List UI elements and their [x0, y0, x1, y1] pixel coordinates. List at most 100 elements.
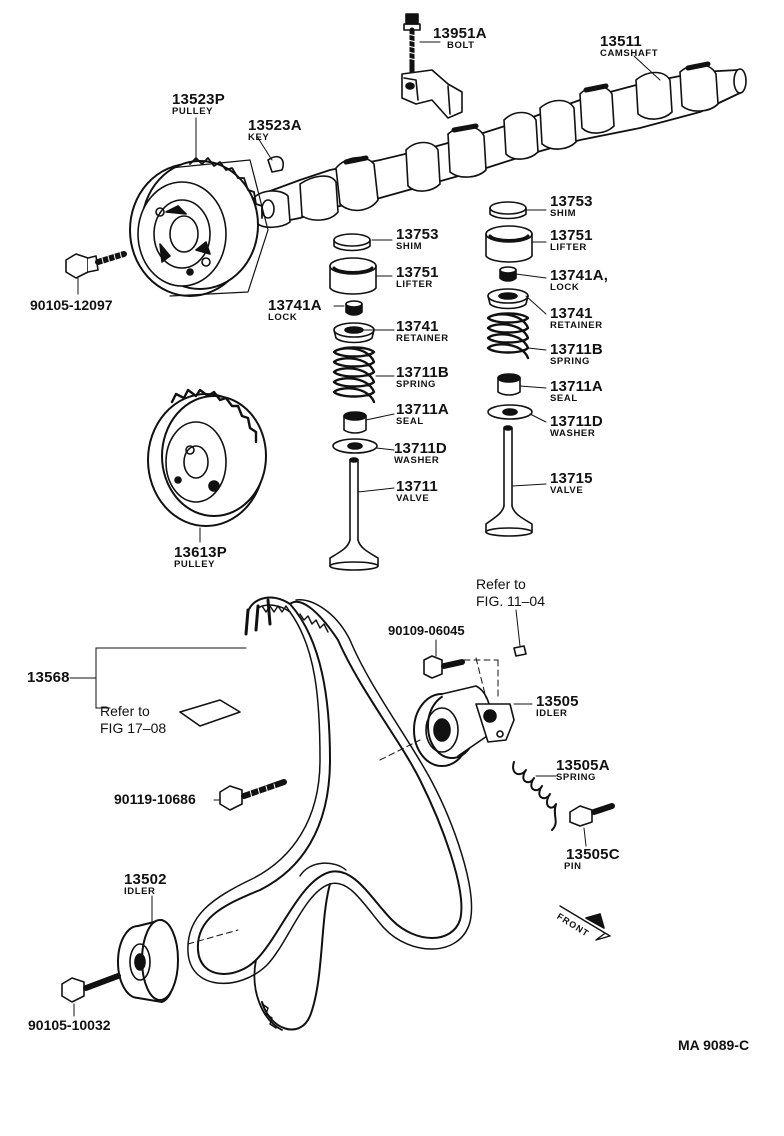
part-name: SEAL — [550, 393, 578, 404]
front-arrow-shaft — [559, 905, 611, 941]
tensioner-bolt-drawing — [423, 655, 465, 679]
refer-line1: Refer to — [476, 576, 526, 592]
part-number: 13711 — [396, 478, 438, 495]
idler-13502-bolt-drawing — [61, 973, 121, 1003]
label-13502: 13502 IDLER — [124, 872, 167, 897]
label-13511: 13511 CAMSHAFT — [600, 34, 658, 59]
part-name: PIN — [564, 861, 582, 872]
label-90109-06045: 90109-06045 — [388, 624, 465, 637]
part-number: 13511 — [600, 33, 642, 50]
label-13711d-left: 13711D WASHER — [394, 441, 447, 466]
part-number: 13753 — [550, 193, 593, 210]
refer-fig-17-08: Refer to FIG 17–08 — [100, 704, 166, 735]
leader-lines — [69, 41, 661, 1017]
label-13523p: 13523P PULLEY — [172, 92, 225, 117]
pulley-bolt-drawing — [65, 251, 127, 279]
part-number: 90105-12097 — [30, 297, 113, 313]
part-name: SPRING — [556, 772, 597, 783]
part-name: LIFTER — [550, 242, 587, 253]
part-number: 13711A — [396, 401, 449, 418]
part-name: SHIM — [550, 208, 577, 219]
label-13751-right: 13751 LIFTER — [550, 228, 593, 253]
part-number: 13505 — [536, 693, 579, 710]
part-number: 13751 — [550, 227, 593, 244]
part-number: 13505C — [566, 846, 620, 863]
part-name: VALVE — [396, 493, 430, 504]
part-name: SEAL — [396, 416, 424, 427]
camshaft-pulley-drawing — [129, 157, 269, 297]
refer-line1: Refer to — [100, 703, 150, 719]
part-number: 13741 — [550, 305, 593, 322]
part-number: 13741 — [396, 318, 439, 335]
part-number: 13711D — [550, 413, 603, 430]
label-13715: 13715 VALVE — [550, 471, 593, 496]
refer-fig-11-04: Refer to FIG. 11–04 — [476, 577, 545, 608]
part-name: WASHER — [394, 455, 440, 466]
part-number: 13711B — [550, 341, 603, 358]
drawing-code-text: MA 9089-C — [678, 1037, 750, 1053]
label-13711d-right: 13711D WASHER — [550, 414, 603, 439]
part-number: 13613P — [174, 544, 227, 561]
label-13753-left: 13753 SHIM — [396, 227, 439, 252]
label-13505c: 13505C PIN — [564, 846, 620, 872]
part-number: 13523P — [172, 91, 225, 108]
part-number: 13951A — [433, 25, 487, 42]
part-name: VALVE — [550, 485, 584, 496]
label-13751-left: 13751 LIFTER — [396, 265, 439, 290]
part-number: 13751 — [396, 264, 439, 281]
label-90105-12097: 90105-12097 — [30, 298, 113, 312]
part-number: 13741A, — [550, 267, 609, 284]
part-name: IDLER — [124, 886, 156, 897]
bearing-cap-bolt-drawing — [401, 13, 463, 119]
part-number: 13741A — [268, 297, 322, 314]
tensioner-idler-drawing — [413, 685, 515, 767]
refer-line2: FIG. 11–04 — [476, 593, 546, 609]
label-13951a: 13951A BOLT — [433, 26, 487, 51]
part-number: 90105-10032 — [28, 1017, 111, 1033]
part-name: WASHER — [550, 428, 596, 439]
label-13505: 13505 IDLER — [536, 694, 579, 719]
part-number: 13711D — [394, 440, 447, 457]
label-13741-left: 13741 RETAINER — [396, 319, 449, 344]
part-name: PULLEY — [172, 106, 214, 117]
label-13523a: 13523A KEY — [248, 118, 302, 143]
reference-sheet-drawing — [179, 699, 241, 727]
part-name: LIFTER — [396, 279, 433, 290]
part-number: 13502 — [124, 871, 167, 888]
part-number: 13568 — [27, 669, 70, 686]
part-name: BOLT — [447, 40, 475, 51]
part-name: LOCK — [550, 282, 580, 293]
label-13711b-right: 13711B SPRING — [550, 342, 603, 367]
left-valve-stack-drawing — [329, 233, 379, 571]
pin-13505c-drawing — [569, 803, 615, 827]
label-13741a-right: 13741A, LOCK — [550, 268, 608, 293]
part-number: 90109-06045 — [388, 623, 465, 638]
part-name: RETAINER — [396, 333, 449, 344]
label-13568: 13568 — [27, 670, 70, 685]
label-13711: 13711 VALVE — [396, 479, 438, 504]
part-number: 13505A — [556, 757, 610, 774]
label-13711b-left: 13711B SPRING — [396, 365, 449, 390]
part-name: PULLEY — [174, 559, 216, 570]
label-13753-right: 13753 SHIM — [550, 194, 593, 219]
refer-line2: FIG 17–08 — [100, 720, 167, 736]
label-13711a-left: 13711A SEAL — [396, 402, 449, 427]
label-13505a: 13505A SPRING — [556, 758, 610, 783]
part-name: CAMSHAFT — [600, 48, 659, 59]
part-number: 13715 — [550, 470, 593, 487]
label-13741a-left: 13741A LOCK — [268, 298, 322, 323]
front-arrow-head — [585, 913, 605, 929]
label-90105-10032: 90105-10032 — [28, 1018, 111, 1032]
camshaft-drawing — [253, 61, 747, 229]
part-number: 13711B — [396, 364, 449, 381]
label-13711a-right: 13711A SEAL — [550, 379, 603, 404]
part-name: SPRING — [396, 379, 437, 390]
label-90119-10686: 90119-10686 — [114, 792, 196, 806]
part-number: 90119-10686 — [114, 791, 196, 807]
label-13613p: 13613P PULLEY — [174, 545, 227, 570]
drawing-code: MA 9089-C — [678, 1038, 749, 1052]
part-name: IDLER — [536, 708, 568, 719]
idler-13502-drawing — [117, 919, 179, 1003]
